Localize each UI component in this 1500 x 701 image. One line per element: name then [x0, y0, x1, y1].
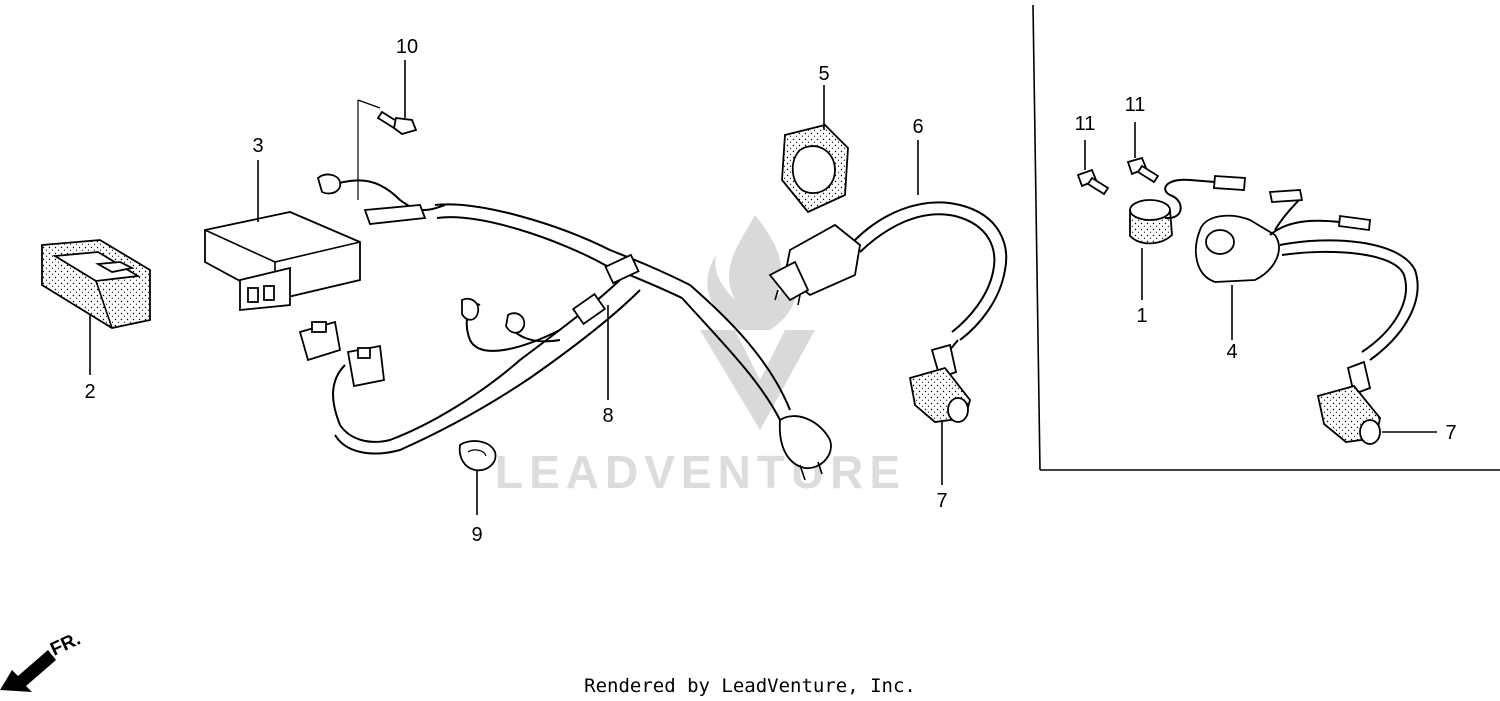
part-7-plug-cap-right [1316, 360, 1437, 445]
part-6-ignition-coil [768, 140, 1008, 341]
part-1-module [1129, 175, 1246, 300]
callout-11-left: 11 [1075, 113, 1096, 135]
callout-10: 10 [396, 36, 418, 58]
callout-4: 4 [1226, 341, 1237, 363]
callout-6: 6 [912, 116, 923, 138]
callout-7-left: 7 [936, 490, 947, 512]
callout-3: 3 [252, 135, 263, 157]
inset-frame [1032, 4, 1500, 471]
part-4-ignition-coil [1194, 189, 1419, 361]
front-label: FR. [47, 629, 84, 661]
watermark-text: LEADVENTURE [495, 446, 906, 498]
callout-2: 2 [84, 381, 95, 403]
part-2-cover [41, 239, 151, 375]
callout-9: 9 [471, 524, 482, 546]
part-7-plug-cap-left [908, 339, 971, 485]
footer-credit: Rendered by LeadVenture, Inc. [584, 675, 916, 697]
callout-1: 1 [1136, 305, 1147, 327]
part-9-clamp [458, 440, 497, 515]
callout-11-right: 11 [1125, 94, 1146, 116]
front-direction-arrow: FR. [0, 629, 84, 692]
part-5-rubber-boot [781, 85, 849, 214]
callout-8: 8 [602, 405, 613, 427]
callout-5: 5 [818, 63, 829, 85]
part-3-cdi-unit [204, 160, 361, 311]
leadventure-watermark: LEADVENTURE [495, 215, 906, 498]
part-11-bolts [1076, 122, 1160, 196]
part-10-bolt [357, 60, 418, 200]
callout-7-right: 7 [1445, 422, 1456, 444]
part-8-wire-harness [298, 173, 832, 481]
